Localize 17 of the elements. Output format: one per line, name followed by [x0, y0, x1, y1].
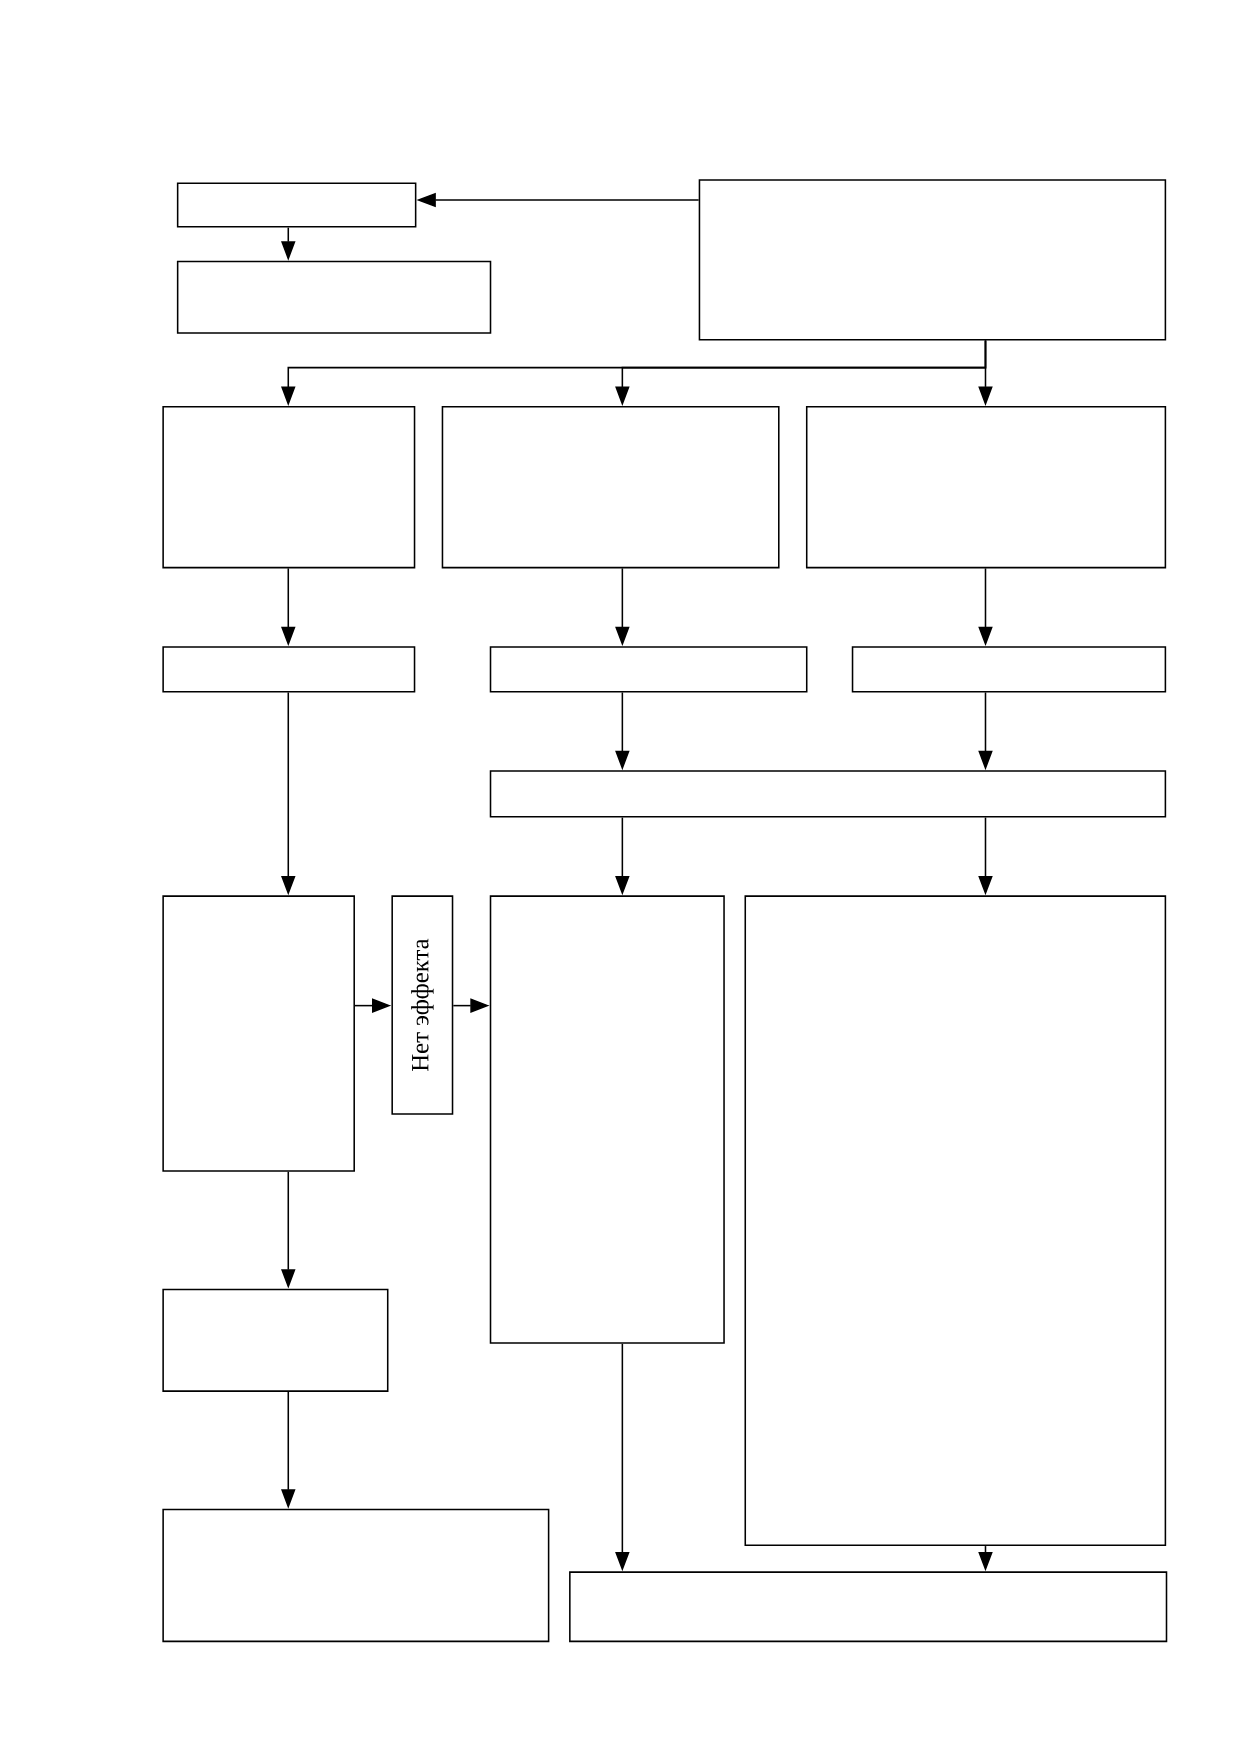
process-box: [441, 405, 780, 569]
process-box: [176, 182, 417, 228]
process-box: [698, 179, 1167, 341]
process-box: [162, 1288, 389, 1392]
process-box: Нет эффекта: [391, 895, 454, 1115]
process-box: [744, 895, 1167, 1547]
process-box: [489, 770, 1167, 818]
process-box: [162, 895, 355, 1172]
process-box: [162, 646, 416, 693]
process-box: [162, 1508, 550, 1643]
process-box: [805, 405, 1167, 569]
process-box: [851, 646, 1167, 693]
process-box: [162, 405, 416, 569]
process-box: [176, 260, 492, 334]
process-box: [569, 1571, 1168, 1643]
process-box: [489, 646, 808, 693]
process-box: [489, 895, 725, 1344]
